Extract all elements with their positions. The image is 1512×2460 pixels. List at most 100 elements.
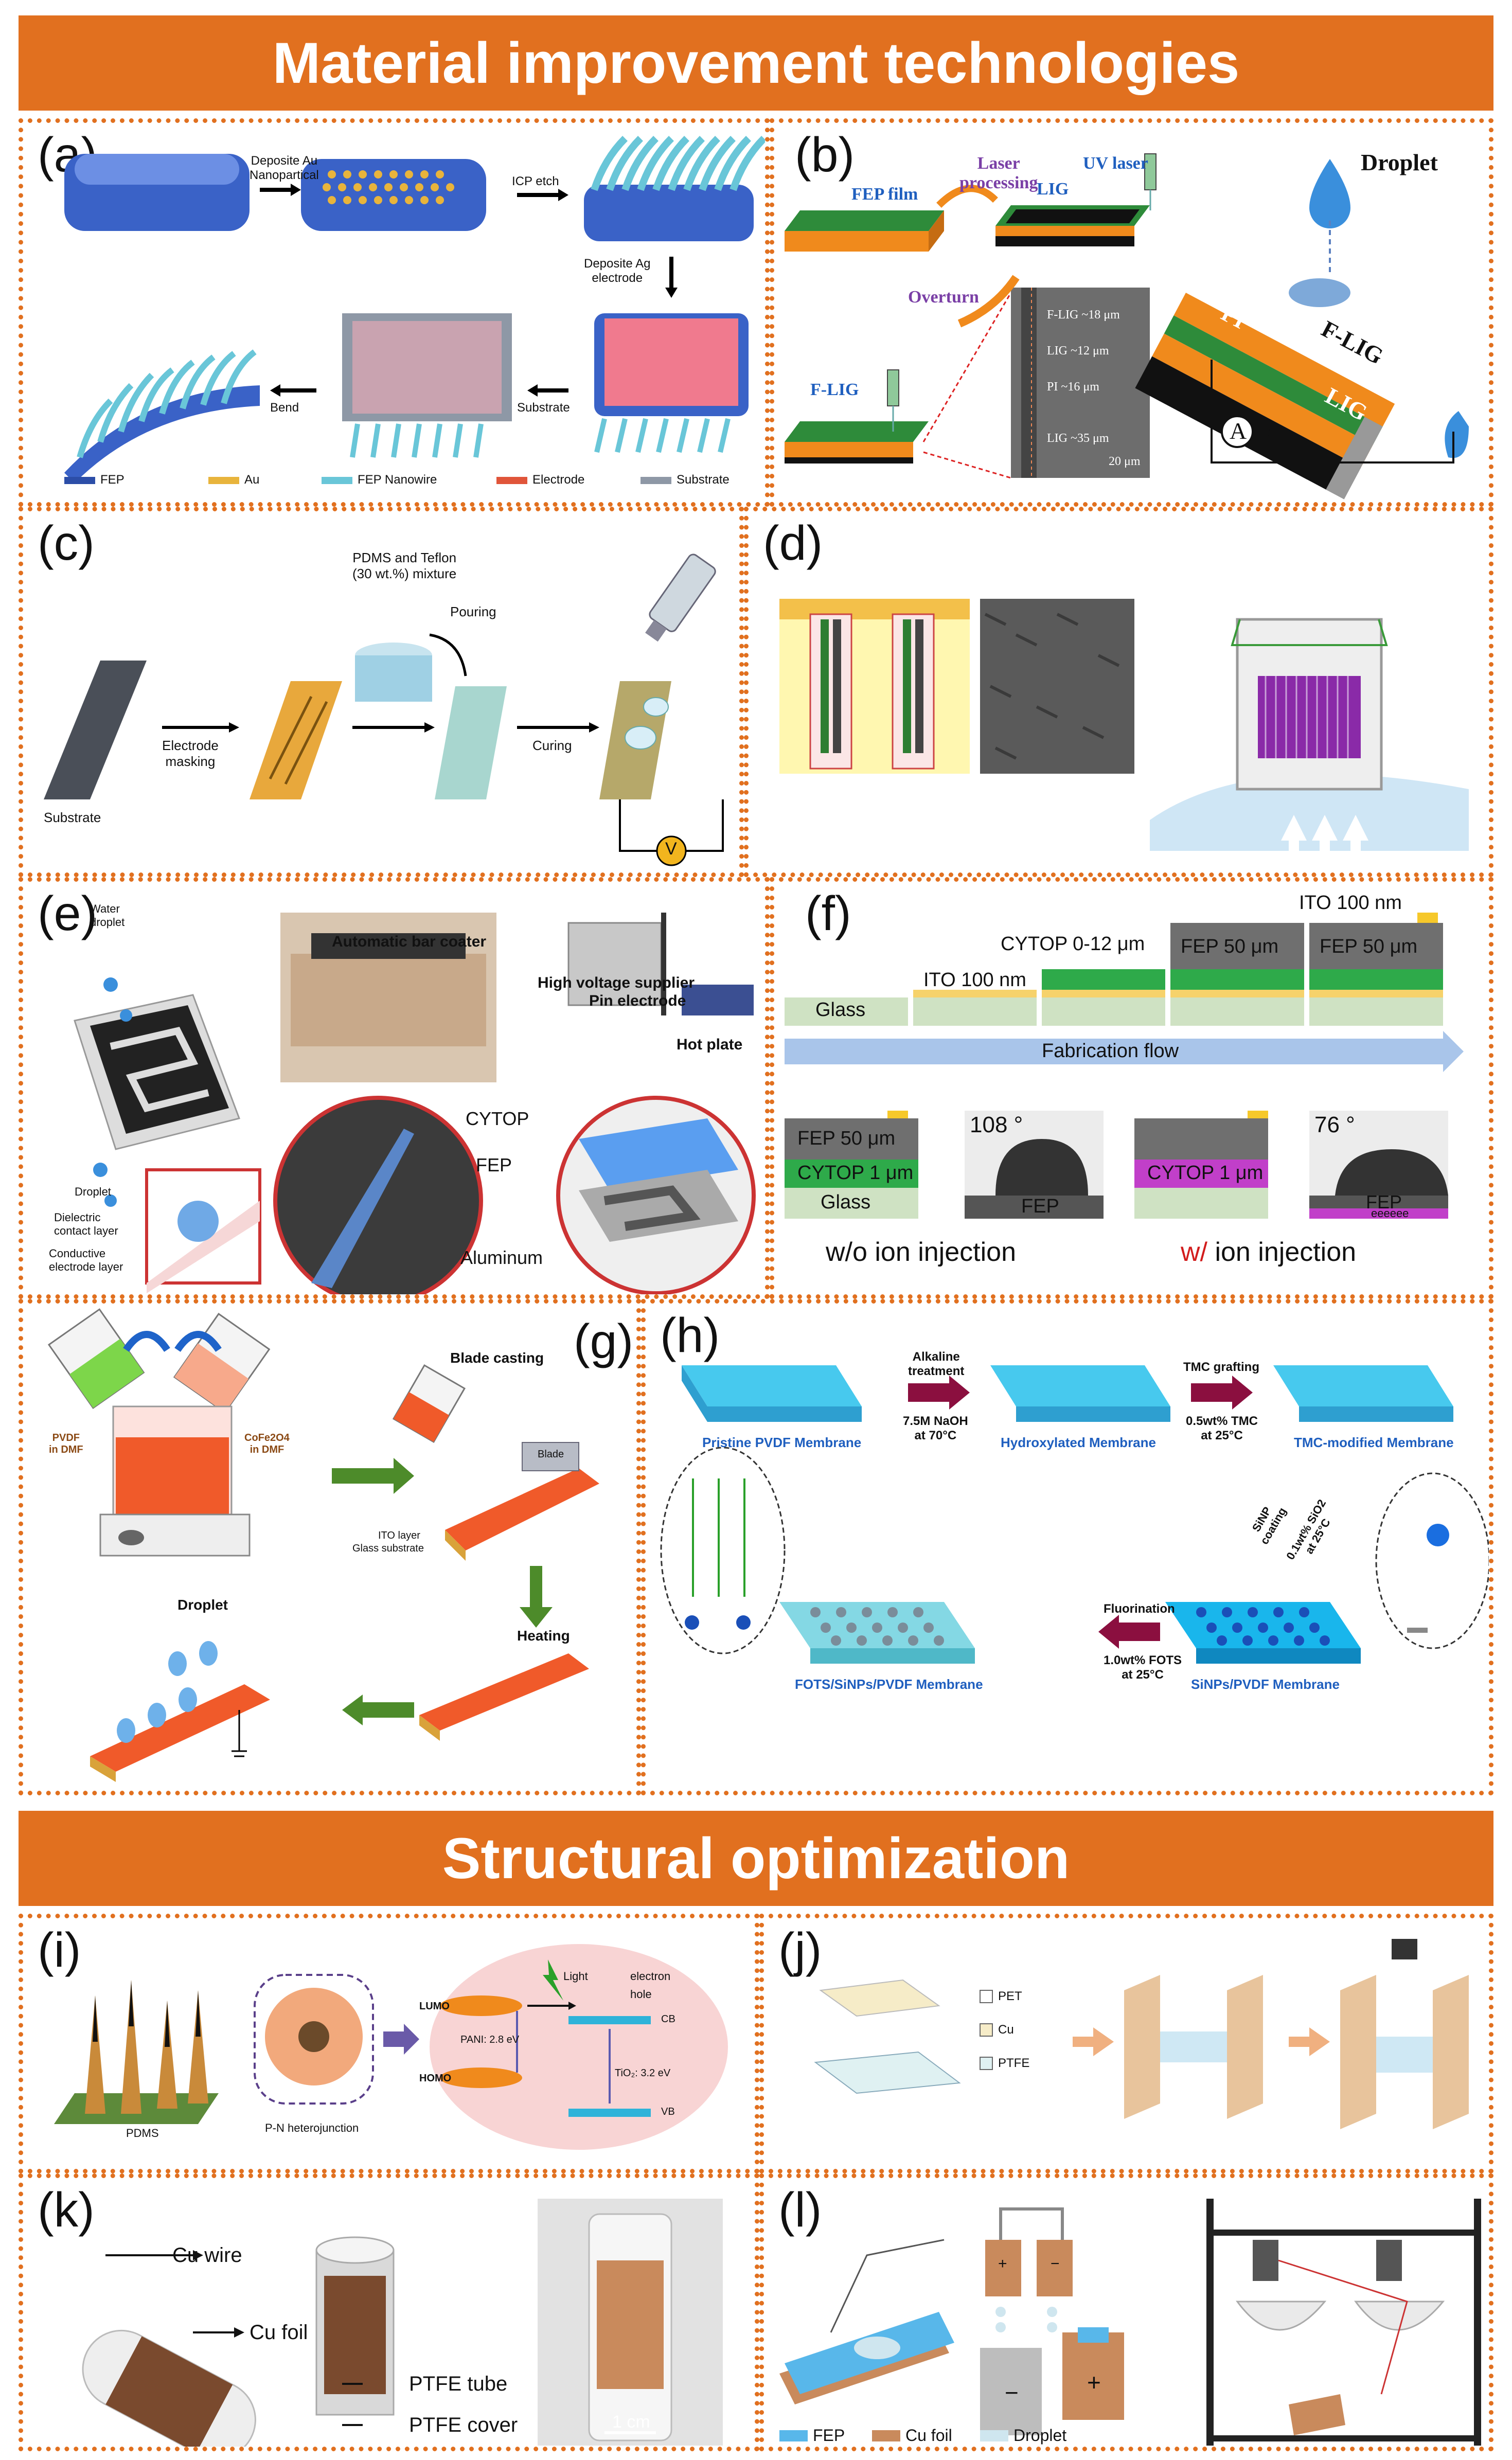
section-banner-structural: Structural optimization xyxy=(19,1811,1493,1906)
label-electron: electron xyxy=(630,1970,671,1983)
legend-cu-foil-l: Cu foil xyxy=(905,2426,952,2445)
label-overturn: Overturn xyxy=(908,288,979,307)
stack-glass: Glass xyxy=(821,1191,871,1213)
label-homo: HOMO xyxy=(419,2073,452,2084)
label-glass-substrate: Glass substrate xyxy=(352,1543,424,1554)
label-water-droplet: Water droplet xyxy=(90,902,125,929)
contact-angle-108: 108 ° xyxy=(970,1112,1023,1137)
legend-fep: FEP xyxy=(100,473,124,487)
label-pin-electrode: Pin electrode xyxy=(589,992,686,1009)
label-blade-casting: Blade casting xyxy=(450,1350,544,1366)
step-deposit-ag: Deposite Ag electrode xyxy=(584,257,651,285)
current-label: I xyxy=(1263,422,1271,448)
label-ito-top: ITO 100 nm xyxy=(1299,892,1402,914)
sem-layer-4: LIG ~35 μm xyxy=(1047,432,1109,445)
caption-w-ion: w/ ion injection xyxy=(1181,1237,1356,1268)
label-pouring: Pouring xyxy=(450,604,496,619)
label-f-lig: F-LIG xyxy=(810,380,859,399)
panel-label-l: (l) xyxy=(778,2183,822,2237)
label-tmc-grafting: TMC grafting xyxy=(1183,1360,1259,1374)
voltmeter-label: V xyxy=(665,839,677,859)
label-ito-f: ITO 100 nm xyxy=(923,969,1026,991)
label-heating: Heating xyxy=(517,1628,570,1644)
label-hydroxylated: Hydroxylated Membrane xyxy=(1001,1435,1156,1450)
stack-cytop-1-b: CYTOP 1 μm xyxy=(1147,1162,1264,1184)
label-laser-processing: Laser processing xyxy=(959,154,1038,192)
label-scale-1cm: 1 cm xyxy=(612,2412,650,2432)
label-tmc-condition: 0.5wt% TMC at 25°C xyxy=(1186,1414,1258,1442)
caption-w-prefix: w/ xyxy=(1181,1237,1207,1267)
panel-b: (b) xyxy=(770,118,1493,507)
panel-i: (i) PDMS P-N heterojunction Light electr… xyxy=(19,1914,759,2173)
ammeter-label: A xyxy=(1230,418,1247,444)
label-uv-laser: UV laser xyxy=(1083,154,1148,173)
panel-e: (e) Water droplet Automatic bar coater H… xyxy=(19,877,770,1299)
label-lig: LIG xyxy=(1037,180,1069,199)
section-banner-material: Material improvement technologies xyxy=(19,15,1493,111)
label-ptfe-tube: PTFE tube xyxy=(409,2373,508,2395)
panel-k: (k) Cu wire Cu foil PTFE tube PTFE cover… xyxy=(19,2173,759,2451)
label-hv-supplier: High voltage supplier xyxy=(538,974,695,991)
label-pdms-teflon: PDMS and Teflon (30 wt.%) mixture xyxy=(352,550,457,581)
legend-cu: Cu xyxy=(998,2023,1014,2037)
panel-k-illustration xyxy=(82,2199,723,2447)
panel-label-j: (j) xyxy=(778,1923,822,1977)
step-deposit-au: Deposite Au Nanopartical xyxy=(250,154,319,182)
panel-label-b: (b) xyxy=(795,128,855,182)
label-cytop-range: CYTOP 0-12 μm xyxy=(1001,933,1145,955)
label-cytop-e: CYTOP xyxy=(466,1108,529,1129)
label-electrode-masking: Electrode masking xyxy=(162,738,219,769)
panel-h: (h) xyxy=(641,1299,1493,1795)
label-tmc-modified: TMC-modified Membrane xyxy=(1294,1435,1454,1450)
device-minus-2: − xyxy=(1005,2379,1019,2406)
panel-label-d: (d) xyxy=(763,516,823,571)
label-fep-50-1: FEP 50 μm xyxy=(1181,936,1279,957)
label-fluorination: Fluorination xyxy=(1104,1602,1175,1616)
label-fots-membrane: FOTS/SiNPs/PVDF Membrane xyxy=(795,1677,983,1692)
panel-c-illustration xyxy=(44,554,724,866)
photo-fep-label-2: FEP xyxy=(1366,1191,1402,1213)
label-pristine-pvdf: Pristine PVDF Membrane xyxy=(702,1435,862,1450)
stack-cytop-1: CYTOP 1 μm xyxy=(797,1162,914,1184)
legend-fep-l: FEP xyxy=(813,2426,845,2445)
photo-fep-label-1: FEP xyxy=(1021,1196,1059,1217)
panel-label-g: (g) xyxy=(574,1314,634,1369)
sem-layer-1: F-LIG ~18 μm xyxy=(1047,308,1120,322)
label-cu-wire: Cu wire xyxy=(172,2244,242,2267)
caption-wo-ion: w/o ion injection xyxy=(826,1237,1016,1267)
panel-a: (a) xyxy=(19,118,770,507)
label-droplet-e: Droplet xyxy=(75,1185,111,1198)
sem-scale-bar: 20 μm xyxy=(1109,455,1141,468)
contact-angle-76: 76 ° xyxy=(1314,1112,1355,1137)
label-droplet: Droplet xyxy=(1361,149,1438,175)
label-pdms-i: PDMS xyxy=(126,2127,159,2140)
label-glass-f: Glass xyxy=(815,999,866,1021)
legend-electrode: Electrode xyxy=(532,473,585,487)
label-cu-foil: Cu foil xyxy=(250,2321,308,2344)
legend-fep-nanowire: FEP Nanowire xyxy=(358,473,437,487)
label-substrate: Substrate xyxy=(44,810,101,825)
label-cofe2o4: CoFe2O4 in DMF xyxy=(244,1432,290,1455)
panel-label-k: (k) xyxy=(38,2183,95,2237)
label-fots-condition: 1.0wt% FOTS at 25°C xyxy=(1104,1653,1182,1682)
panel-i-illustration xyxy=(54,1944,728,2150)
legend-pet: PET xyxy=(998,1989,1022,2003)
panel-l-illustration xyxy=(779,2199,1481,2446)
panel-label-e: (e) xyxy=(38,886,98,941)
step-icp-etch: ICP etch xyxy=(512,174,559,188)
label-bar-coater: Automatic bar coater xyxy=(332,933,487,950)
label-fep-50-2: FEP 50 μm xyxy=(1320,936,1418,957)
panel-f-illustration xyxy=(785,913,1464,1219)
label-ito-layer: ITO layer xyxy=(378,1530,420,1541)
panel-c: (c) PDMS and Teflon (30 wt.%) mixture Po… xyxy=(19,507,744,877)
panel-label-h: (h) xyxy=(660,1308,720,1363)
panel-e-illustration xyxy=(74,913,756,1294)
label-cb: CB xyxy=(661,2013,675,2025)
label-tio2: TiO₂: 3.2 eV xyxy=(615,2067,671,2079)
panel-label-c: (c) xyxy=(38,516,95,571)
label-alkaline: Alkaline treatment xyxy=(908,1350,965,1378)
label-aluminum: Aluminum xyxy=(460,1247,543,1268)
label-blade: Blade xyxy=(538,1449,564,1460)
label-ptfe-cover: PTFE cover xyxy=(409,2414,518,2436)
panel-g: (g) PVDF in DMF CoFe2O4 in DMF Blade cas… xyxy=(19,1299,641,1795)
